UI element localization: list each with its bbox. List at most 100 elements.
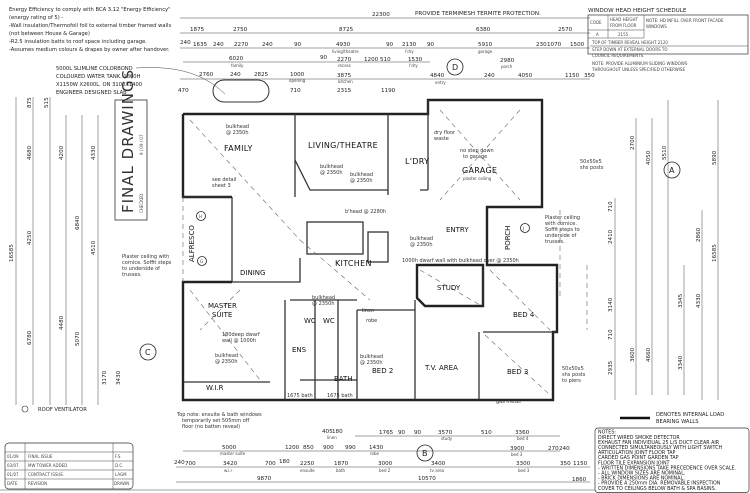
plan-text: bulkhead — [312, 295, 335, 301]
schedule-note: STEP DOWN AT EXTERNAL DOORS TO — [592, 47, 668, 52]
plan-text: 1675 bath — [327, 393, 353, 399]
dimension-label: entry — [435, 80, 446, 85]
dimension: 4930 — [336, 42, 351, 48]
plan-text: 3000 — [378, 461, 393, 467]
dimension: 5510 — [662, 145, 668, 160]
plan-text: 350 — [560, 461, 571, 467]
plan-text: 700 — [185, 461, 196, 467]
plan-text: @ 2350h — [226, 130, 248, 136]
dimension: 6840 — [75, 215, 81, 230]
plan-text: w.i.r — [224, 468, 233, 473]
room-walk-in-robe: W.I.R — [206, 384, 224, 392]
dimension: 875 — [27, 97, 33, 108]
dimension: 240 — [230, 72, 241, 78]
dimension: 230 — [536, 42, 547, 48]
plan-text: 1000h dwarf wall with bulkhead over @ 23… — [402, 258, 519, 264]
plan-text: 2250 — [300, 461, 315, 467]
right-dimensions: 2935 3140 2410 710 710 5890 16585 5510 4… — [608, 100, 719, 400]
plan-text: DIRECT WIRED SMOKE DETECTOR — [598, 435, 680, 441]
dimension: 4330 — [696, 293, 702, 308]
plan-text: 180deep dwarf — [222, 332, 260, 338]
plan-text: waste — [434, 136, 449, 142]
plan-text: 1150 — [573, 461, 588, 467]
note-line: -Wall insulation/Thermofoil foil to exte… — [9, 23, 171, 29]
dimension: 3345 — [678, 293, 684, 308]
dimension: 240 — [213, 42, 224, 48]
water-tank — [212, 79, 270, 103]
dimension: 2750 — [233, 27, 248, 33]
dimension: 90 — [427, 42, 435, 48]
dimension: 4050 — [518, 73, 533, 79]
dimension: 16585 — [712, 244, 718, 262]
room-bed-3: BED 3 — [507, 368, 528, 376]
dimension-label: garage — [478, 49, 493, 54]
plan-text: COVER TO CEILINGS BELOW BATH & SPA BASIN… — [598, 486, 716, 492]
plan-text: to garage — [463, 154, 487, 160]
dimension-label: porch — [501, 64, 513, 69]
dimension: 1200 — [364, 57, 379, 63]
plan-text: 5000 — [222, 445, 237, 451]
revision-header: DATE REVISION DRAWN — [7, 481, 129, 486]
plan-text: shs posts — [562, 372, 586, 378]
plan-text: 180 — [279, 459, 290, 465]
dimension: 2270 — [234, 42, 249, 48]
plan-text: 3900 — [510, 446, 525, 452]
note-line: (not between House & Garage) — [9, 31, 90, 37]
plan-text: to piers — [562, 378, 581, 384]
room-bed-4: BED 4 — [513, 311, 535, 319]
dimension: 1190 — [381, 88, 396, 94]
plan-text: F.S — [115, 454, 121, 459]
dimension: 240 — [180, 40, 191, 46]
plan-text: linen — [362, 308, 374, 314]
plan-text: 240 — [174, 460, 185, 466]
room-master-suite: SUITE — [212, 311, 232, 319]
plan-text: 01/07 — [7, 472, 19, 477]
plan-text: 3420 — [223, 461, 238, 467]
plan-text: Soffit steps to — [545, 227, 580, 233]
dimension: 3140 — [608, 297, 614, 312]
dimension: 2980 — [500, 58, 515, 64]
plan-text: robe — [366, 318, 377, 324]
window-head-height-schedule: WINDOW HEAD HEIGHT SCHEDULE CODE HEAD HE… — [587, 8, 749, 72]
dimension: 1000 — [290, 72, 305, 78]
roof-ventilator-icon — [21, 405, 29, 413]
plan-text: bed 3 — [518, 468, 530, 473]
dimension: 3875 — [337, 73, 352, 79]
room-bed-2: BED 2 — [372, 367, 393, 375]
note-line: ENGINEER DESIGNED SLAB — [56, 90, 127, 96]
dimension: 2700 — [630, 135, 636, 150]
plan-text: bed 2 — [379, 468, 391, 473]
plan-text: dry floor — [434, 130, 456, 136]
grid-marker-b: B — [416, 444, 434, 462]
plan-text: 3400 — [431, 461, 446, 467]
dimension: 16585 — [9, 244, 15, 262]
plan-text: @ 2350h — [410, 242, 432, 248]
plan-text: J — [522, 226, 524, 231]
room-study: STUDY — [437, 284, 461, 292]
grid-marker-c: C — [139, 343, 157, 361]
room-family: FAMILY — [224, 144, 253, 153]
dimension: 2410 — [608, 229, 614, 244]
plan-text: 01/09 — [7, 454, 19, 459]
plan-text: 240 — [559, 446, 570, 452]
plan-text: see detail — [212, 177, 236, 183]
plan-text: 3570 — [438, 430, 453, 436]
final-drawings-stamp: FINAL DRAWINGS CHECKED 9 / 09 / 07 — [114, 69, 148, 221]
grid-marker-g: G — [197, 256, 207, 266]
dimension: 4200 — [59, 145, 65, 160]
plan-text: robe — [370, 451, 380, 456]
dimension: 2315 — [337, 88, 352, 94]
plan-text: tv area — [430, 468, 445, 473]
note-line: X1150W X2600L. ON 3100X1400 — [56, 82, 142, 88]
plan-text: 850 — [303, 445, 314, 451]
room-wc: WC — [323, 317, 335, 325]
room-kitchen: KITCHEN — [335, 259, 372, 268]
plan-text: wall @ 1000h — [222, 338, 256, 344]
dimension-label: family — [231, 63, 244, 68]
schedule-header: CODE — [590, 20, 602, 25]
room-garage: GARAGE — [462, 166, 497, 175]
plan-text: b'head @ 2280h — [345, 209, 386, 215]
dimension: 3430 — [116, 370, 122, 385]
schedule-header: HEAD HEIGHT — [610, 17, 638, 22]
plan-text: temporarily set 505mm off — [182, 418, 250, 424]
